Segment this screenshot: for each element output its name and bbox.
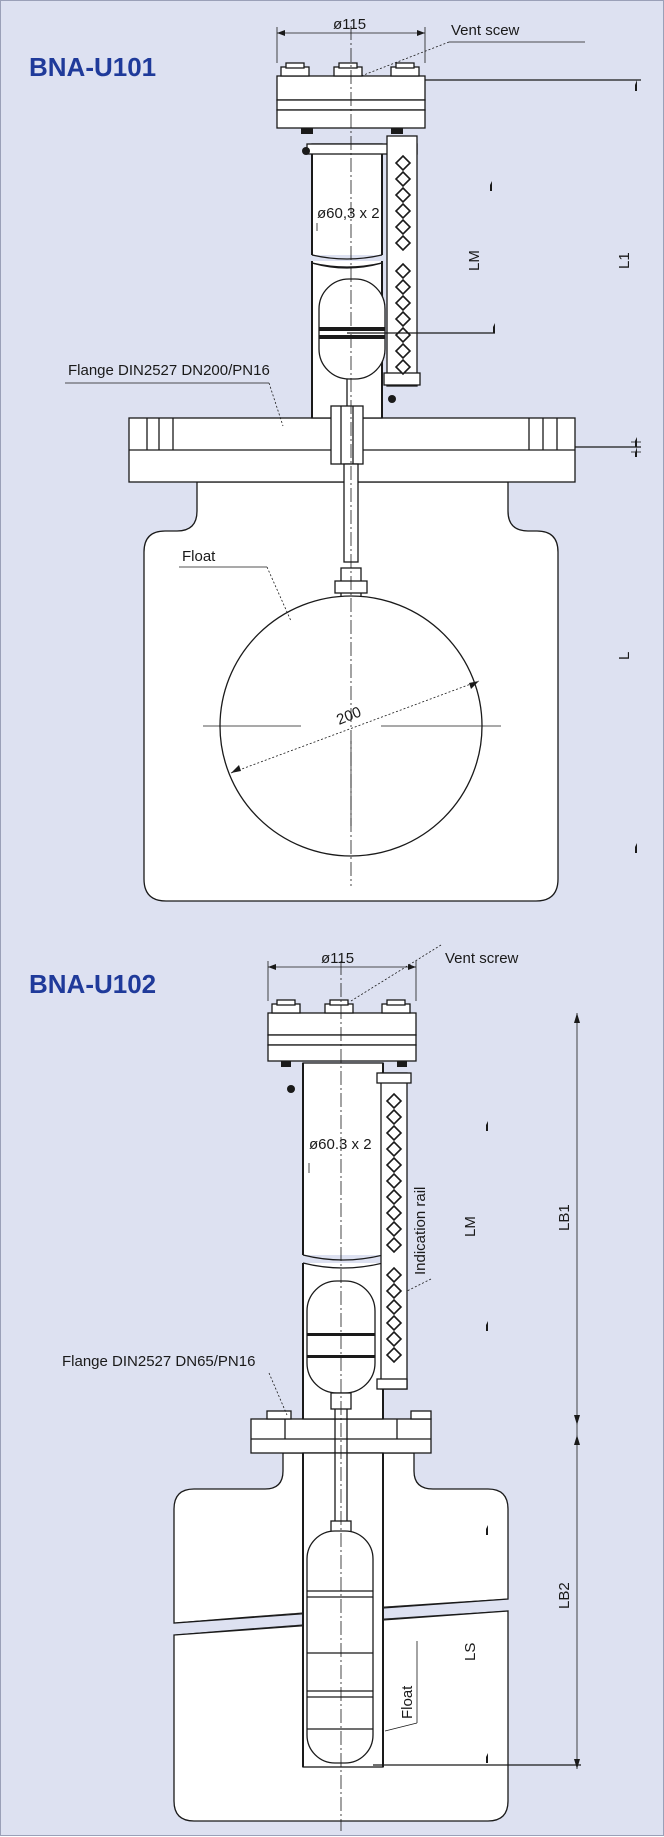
label-dim-lm-2: LM	[462, 1216, 479, 1237]
dim-top-diameter-2	[267, 961, 417, 1001]
label-dim-l-1: L	[616, 652, 633, 660]
label-diameter-115-2: ø115	[321, 950, 354, 967]
label-flange-1: Flange DIN2527 DN200/PN16	[68, 362, 270, 379]
head-flange-2	[267, 999, 417, 1093]
label-pipe-size-2: ø60.3 x 2	[309, 1136, 372, 1153]
label-pipe-size-1: ø60,3 x 2	[317, 205, 380, 222]
label-float-1: Float	[182, 548, 216, 565]
label-indication-rail: Indication rail	[412, 1187, 429, 1275]
drawing-bna-u101: BNA-U101	[29, 16, 641, 902]
label-vent-1: Vent scew	[451, 22, 520, 39]
label-float-2: Float	[399, 1685, 416, 1719]
label-dim-l1-1: L1	[616, 252, 633, 269]
label-dim-ls: LS	[462, 1643, 479, 1661]
dims-right-1	[347, 79, 641, 853]
label-vent-2: Vent screw	[445, 950, 519, 967]
label-dim-lm-1: LM	[466, 250, 483, 271]
label-diameter-115-1: ø115	[333, 16, 366, 33]
indication-rail-2	[376, 1072, 412, 1390]
label-dim-lb1: LB1	[556, 1204, 573, 1231]
leader-flange-2	[268, 1372, 288, 1416]
indication-rail-1	[383, 135, 421, 403]
label-flange-2: Flange DIN2527 DN65/PN16	[62, 1353, 255, 1370]
title-bna-u101: BNA-U101	[29, 52, 156, 82]
title-bna-u102: BNA-U102	[29, 969, 156, 999]
magnet-float-1	[318, 278, 386, 406]
dims-right-2	[373, 1013, 581, 1769]
label-dim-lb2: LB2	[556, 1582, 573, 1609]
drawing-bna-u102: BNA-U102	[29, 944, 581, 1831]
float-cylinder-2	[306, 1530, 374, 1764]
dim-top-diameter-1	[276, 27, 426, 63]
